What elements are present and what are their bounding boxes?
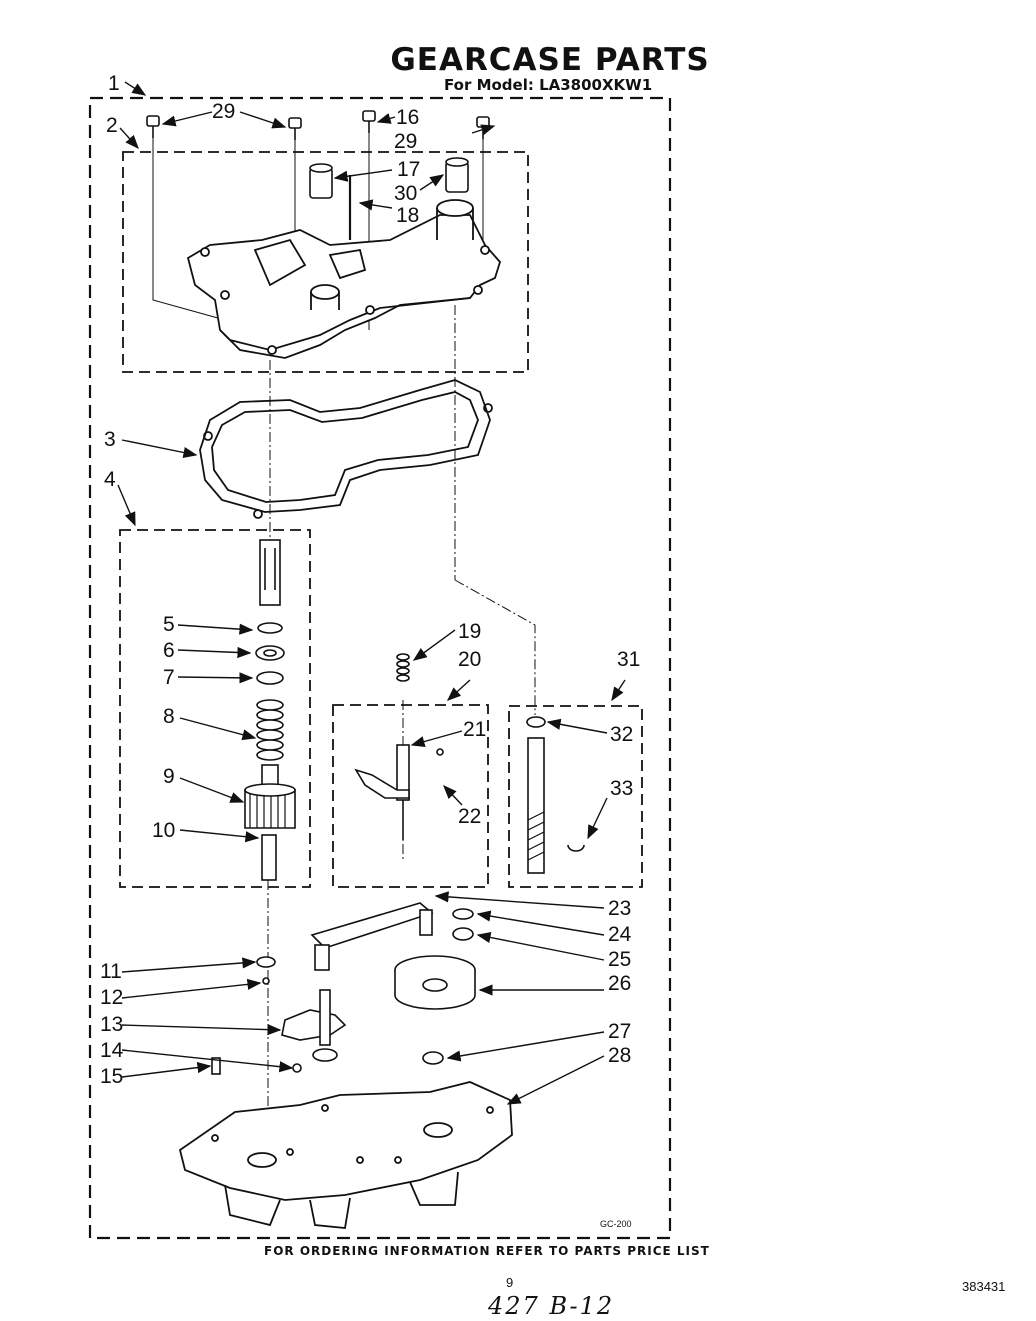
callout-32: 32 <box>610 723 633 746</box>
model-line: For Model: LA3800XKW1 <box>444 76 653 94</box>
shaft-10 <box>261 834 277 881</box>
diagram-code: GC-200 <box>600 1219 632 1229</box>
callout-3: 3 <box>104 428 116 451</box>
washer-32 <box>526 716 546 728</box>
callout-16: 16 <box>396 106 419 129</box>
callout-29a: 29 <box>212 100 235 123</box>
callout-33: 33 <box>610 777 633 800</box>
gearcase-base <box>178 1081 513 1229</box>
callout-6: 6 <box>163 639 175 662</box>
shifter-cam-13 <box>281 1009 347 1041</box>
ring-14 <box>292 1063 302 1073</box>
link-arm-23 <box>310 902 434 949</box>
pinion-group-outline <box>119 529 311 888</box>
cover-group-outline <box>122 151 529 373</box>
callout-7: 7 <box>163 666 175 689</box>
washer-25 <box>452 927 474 941</box>
spring-19 <box>396 653 410 682</box>
callout-17: 17 <box>397 158 420 181</box>
callout-2: 2 <box>106 114 118 137</box>
pinion-shaft <box>259 539 281 606</box>
callout-23: 23 <box>608 897 631 920</box>
worm-shaft <box>527 737 545 874</box>
washer-24 <box>452 908 474 920</box>
washer-27 <box>422 1051 444 1065</box>
callout-22: 22 <box>458 805 481 828</box>
shifter-assembly <box>354 653 444 840</box>
handwritten-note: 427 B-12 <box>488 1292 615 1320</box>
shifter-group-outline <box>332 704 489 888</box>
page-title: GEARCASE PARTS <box>390 42 710 78</box>
callout-30: 30 <box>394 182 417 205</box>
document-number: 383431 <box>962 1279 1006 1294</box>
worm-assembly <box>526 716 585 874</box>
callout-10: 10 <box>152 819 175 842</box>
callout-9: 9 <box>163 765 175 788</box>
callout-1: 1 <box>108 72 120 95</box>
pinion-assembly <box>244 539 296 985</box>
callout-5: 5 <box>163 613 175 636</box>
callout-21: 21 <box>463 718 486 741</box>
callout-27: 27 <box>608 1020 631 1043</box>
page-number: 9 <box>506 1275 514 1290</box>
gasket <box>199 379 493 519</box>
callout-15: 15 <box>100 1065 123 1088</box>
shifter-fork <box>354 768 410 799</box>
callout-11: 11 <box>100 960 122 983</box>
callout-12: 12 <box>100 986 123 1009</box>
spring-8 <box>256 699 284 761</box>
washer-7 <box>256 671 284 685</box>
ordering-note: FOR ORDERING INFORMATION REFER TO PARTS … <box>264 1244 710 1258</box>
callout-4: 4 <box>104 468 116 491</box>
part-11 <box>256 956 276 968</box>
callout-13: 13 <box>100 1013 123 1036</box>
assembly-1-outline <box>88 96 672 1240</box>
callout-26: 26 <box>608 972 631 995</box>
gearcase-cover <box>186 199 502 359</box>
part-12 <box>262 977 270 985</box>
callout-31: 31 <box>617 648 640 671</box>
callout-20: 20 <box>458 648 481 671</box>
callout-8: 8 <box>163 705 175 728</box>
callout-24: 24 <box>608 923 632 946</box>
callout-29b: 29 <box>394 130 417 153</box>
callout-25: 25 <box>608 948 631 971</box>
callout-18: 18 <box>396 204 419 227</box>
part-22 <box>436 748 444 756</box>
worm-group-outline <box>508 705 643 888</box>
washer-5 <box>257 622 283 634</box>
ring-33 <box>567 844 585 852</box>
callout-19: 19 <box>458 620 481 643</box>
lower-parts <box>211 902 476 1075</box>
callout-14: 14 <box>100 1039 124 1062</box>
pin-15 <box>211 1057 221 1075</box>
callout-28: 28 <box>608 1044 631 1067</box>
